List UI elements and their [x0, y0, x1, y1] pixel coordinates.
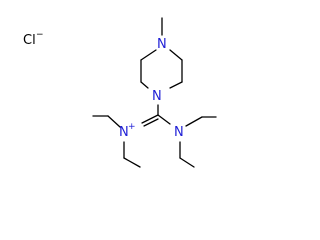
nitrogen-amine: N — [174, 125, 184, 140]
bond-iminium-ethyl-1a — [107, 115, 121, 128]
atom-labels: N N N + N — [119, 37, 184, 140]
bond-amine-ethyl-2b — [179, 157, 195, 168]
bond-double-1 — [141, 114, 159, 124]
nitrogen-iminium: N — [119, 125, 129, 140]
iminium-charge: + — [128, 122, 136, 132]
chemical-structure: Cl − N N N + N — [23, 17, 217, 168]
chloride-symbol: Cl — [23, 33, 36, 48]
nitrogen-piperazine-bottom: N — [152, 89, 162, 104]
nitrogen-piperazine-top: N — [157, 37, 167, 52]
bond-ring-1 — [140, 49, 157, 61]
bond-iminium-ethyl-2b — [123, 157, 141, 168]
chloride-charge: − — [36, 30, 44, 40]
chloride-ion: Cl − — [23, 30, 44, 48]
bond-amine-ethyl-1a — [185, 116, 203, 127]
bonds — [92, 17, 217, 168]
bond-ring-6 — [169, 81, 183, 89]
bond-double-2 — [143, 118, 159, 127]
bond-ring-4 — [169, 49, 183, 61]
bond-carbon-to-amine — [157, 114, 171, 125]
bond-ring-3 — [140, 81, 149, 89]
